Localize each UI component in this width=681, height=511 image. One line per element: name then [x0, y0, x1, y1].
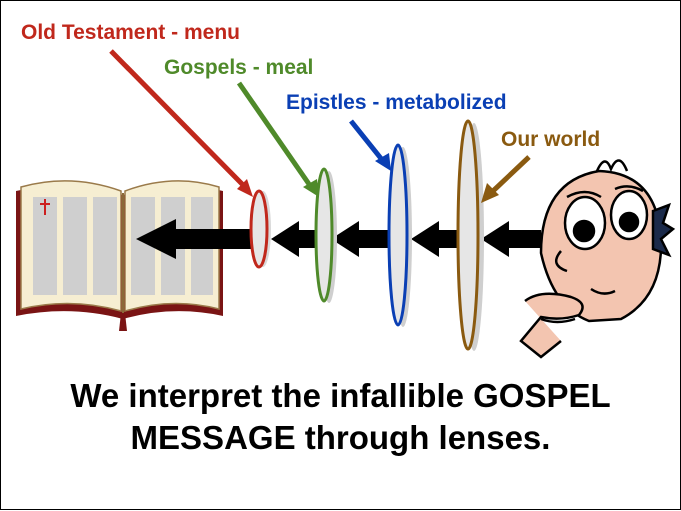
lens-icon	[249, 189, 271, 269]
thinking-man-icon	[519, 159, 676, 359]
caption-line-2: MESSAGE through lenses.	[130, 419, 551, 456]
lens-icon	[456, 119, 484, 351]
lens-icon	[387, 143, 412, 327]
label-epistles: Epistles - metabolized	[286, 91, 507, 114]
pointer-arrows	[109, 49, 531, 203]
label-our-world: Our world	[501, 128, 601, 151]
label-old-testament: Old Testament - menu	[21, 21, 240, 44]
caption: We interpret the infallible GOSPEL MESSA…	[1, 375, 680, 459]
arrow-left-icon	[136, 219, 541, 259]
caption-line-1: We interpret the infallible GOSPEL	[70, 377, 611, 414]
lens-icon	[314, 167, 337, 303]
label-gospels: Gospels - meal	[164, 56, 314, 79]
cross-icon	[40, 199, 50, 215]
bible-icon	[16, 180, 223, 331]
